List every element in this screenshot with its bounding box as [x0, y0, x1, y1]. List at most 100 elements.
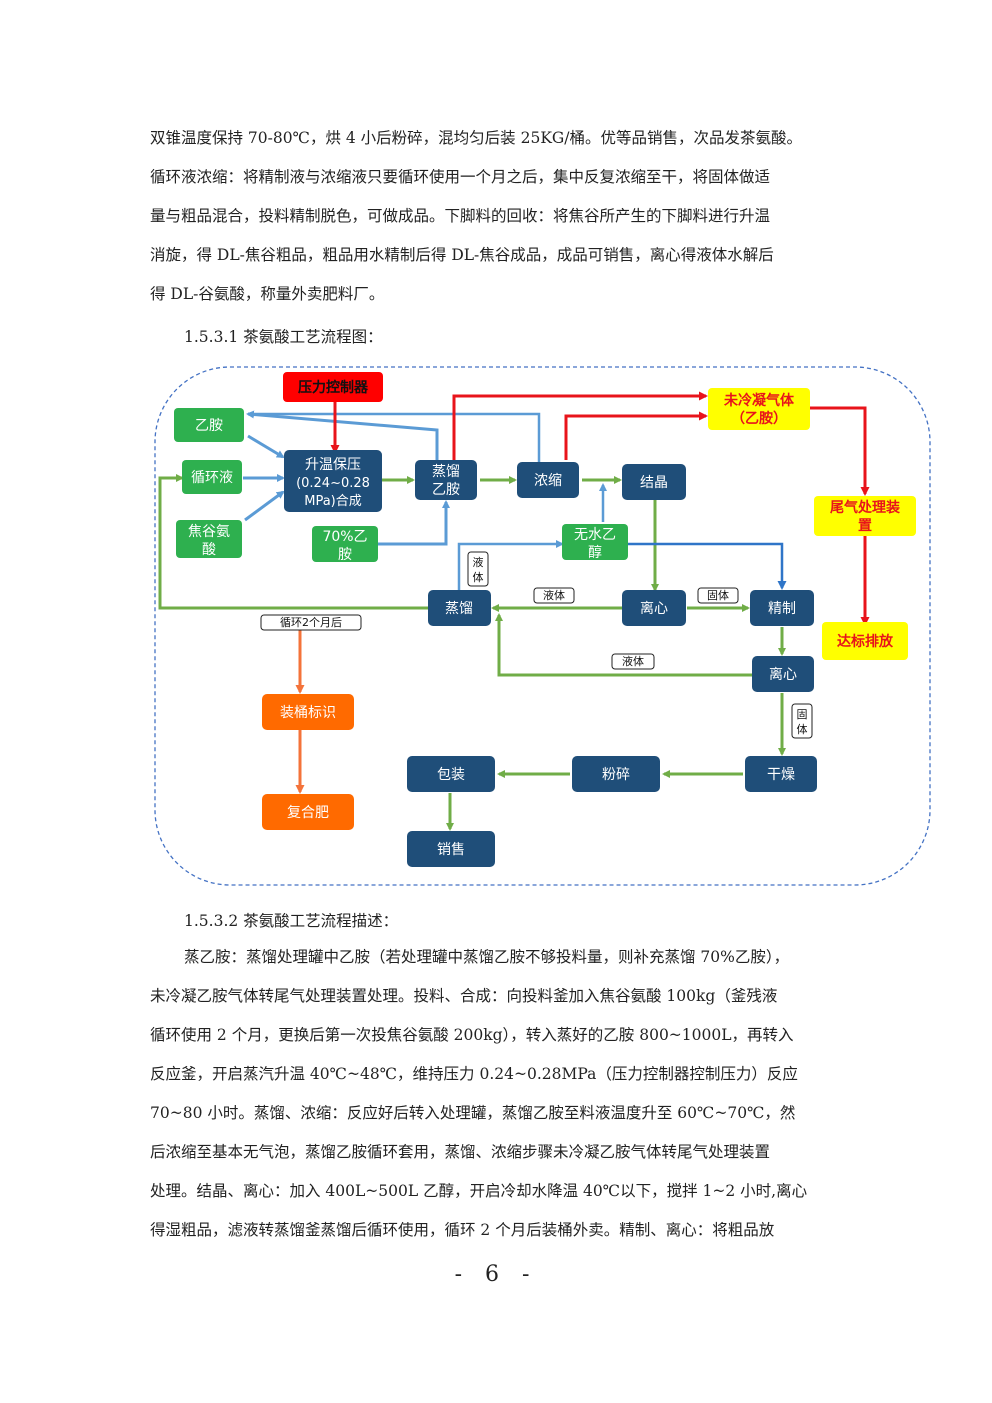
pyroglutamic-label-2: 酸	[202, 542, 216, 558]
tag-liquid-vertical-2: 体	[473, 570, 484, 584]
tag-cycle	[260, 614, 362, 631]
tag-cycle-label: 循环2个月后	[280, 616, 342, 629]
crystallize-label: 结晶	[640, 475, 668, 491]
ethylamine-label: 乙胺	[195, 418, 223, 434]
description-line: 未冷凝乙胺气体转尾气处理装置处理。投料、合成：向投料釜加入焦谷氨酸 100kg（…	[150, 987, 778, 1005]
description-line: 得湿粗品，滤液转蒸馏釜蒸馏后循环使用，循环 2 个月后装桶外卖。精制、离心：将粗…	[150, 1221, 775, 1239]
arrow-concentrate-to-ethylamine	[248, 412, 541, 462]
description-line: 后浓缩至基本无气泡，蒸馏乙胺循环套用，蒸馏、浓缩步骤未冷凝乙胺气体转尾气处理装置	[150, 1143, 771, 1161]
pressure-controller-box	[283, 372, 383, 402]
description-line: 处理。结晶、离心：加入 400L~500L 乙醇，开启冷却水降温 40℃以下，搅…	[150, 1182, 808, 1200]
barrel-label-box	[262, 694, 354, 730]
synthesis-label-1: 升温保压	[305, 457, 361, 473]
tailgas-treatment-label-1: 尾气处理装	[830, 499, 901, 516]
crush-label: 粉碎	[602, 767, 630, 783]
tag-liquid-vertical	[467, 551, 489, 587]
crystallize-box	[622, 464, 686, 500]
diagram-border	[154, 366, 931, 886]
pyroglutamic-label-1: 焦谷氨	[188, 524, 230, 540]
crush-box	[572, 756, 660, 792]
uncondensed-gas-label-2: （乙胺）	[731, 410, 787, 427]
section-heading-flowchart: 1.5.3.1 茶氨酸工艺流程图：	[184, 328, 383, 346]
pack-box	[407, 756, 495, 792]
refine-box	[750, 590, 814, 626]
distill-ethylamine-box	[415, 460, 477, 500]
tag-solid-vertical-2: 体	[797, 722, 808, 736]
synthesis-label-3: MPa)合成	[304, 494, 362, 509]
concentrate-box	[517, 462, 579, 498]
sell-box	[407, 831, 495, 867]
distill-label: 蒸馏	[445, 601, 473, 617]
intro-line: 双锥温度保持 70-80℃，烘 4 小后粉碎，混均匀后装 25KG/桶。优等品销…	[150, 129, 803, 147]
eth70-box	[312, 526, 378, 562]
discharge-label: 达标排放	[837, 633, 894, 650]
eth70-label-2: 胺	[338, 547, 352, 563]
tag-solid-vertical	[791, 703, 813, 739]
intro-paragraph: 双锥温度保持 70-80℃，烘 4 小后粉碎，混均匀后装 25KG/桶。优等品销…	[150, 119, 844, 314]
fertilizer-label: 复合肥	[287, 804, 329, 821]
dry-box	[745, 756, 817, 792]
distill-box	[428, 590, 491, 626]
description-line: 反应釜，开启蒸汽升温 40℃~48℃，维持压力 0.24~0.28MPa（压力控…	[150, 1065, 798, 1083]
distill-ethylamine-label-2: 乙胺	[432, 482, 460, 498]
arrow-ethanol-to-refine	[620, 542, 787, 590]
arrow-ethylamine-to-synthesis	[247, 434, 285, 459]
tag-liquid-1-label: 液体	[543, 588, 565, 602]
arrow-distill-to-recycle	[158, 474, 428, 610]
tailgas-treatment-label-2: 置	[858, 517, 872, 534]
synthesis-box	[284, 450, 382, 512]
uncondensed-gas-label-1: 未冷凝气体	[724, 392, 795, 409]
intro-line: 量与粗品混合，投料精制脱色，可做成品。下脚料的回收：将焦谷所产生的下脚料进行升温	[150, 207, 771, 225]
pack-label: 包装	[437, 767, 465, 783]
arrow-pyroglutamic-to-synthesis	[244, 490, 285, 522]
dry-label: 干燥	[767, 767, 795, 783]
section-heading-description: 1.5.3.2 茶氨酸工艺流程描述：	[184, 912, 399, 930]
synthesis-label-2: (0.24~0.28	[296, 476, 370, 491]
centrifuge-label-2: 离心	[769, 666, 797, 683]
description-line: 蒸乙胺：蒸馏处理罐中乙胺（若处理罐中蒸馏乙胺不够投料量，则补充蒸馏 70%乙胺）…	[184, 948, 790, 966]
tag-solid-vertical-1: 固	[797, 708, 808, 721]
arrow-eth70-to-distill	[378, 500, 450, 546]
intro-line: 得 DL-谷氨酸，称量外卖肥料厂。	[150, 285, 385, 303]
tag-liquid-1	[533, 587, 575, 604]
process-flow-diagram: 压力控制器 乙胺 循环液 焦谷氨 酸 70%乙 胺 无水乙 醇 升温保压 (0.…	[154, 366, 931, 886]
tag-solid-1-label: 固体	[707, 588, 729, 602]
tag-liquid-2	[611, 653, 655, 670]
recycle-liquid-label: 循环液	[191, 470, 233, 486]
tag-solid-1	[697, 587, 739, 604]
arrow-concentrate-to-gas	[564, 411, 708, 460]
tailgas-treatment-box	[814, 496, 916, 536]
pyroglutamic-box	[176, 520, 242, 558]
discharge-box	[822, 622, 908, 660]
pressure-controller-label: 压力控制器	[298, 379, 369, 396]
page-number: - 6 -	[454, 1262, 538, 1287]
refine-label: 精制	[768, 601, 796, 617]
centrifuge-label-1: 离心	[640, 600, 668, 617]
sell-label: 销售	[437, 842, 465, 858]
uncondensed-gas-box	[708, 388, 810, 430]
fertilizer-box	[262, 794, 354, 830]
recycle-liquid-box	[182, 460, 242, 494]
description-paragraph: 蒸乙胺：蒸馏处理罐中乙胺（若处理罐中蒸馏乙胺不够投料量，则补充蒸馏 70%乙胺）…	[150, 938, 844, 1250]
anhydrous-ethanol-label-2: 醇	[588, 544, 602, 561]
concentrate-label: 浓缩	[534, 473, 562, 489]
tag-liquid-2-label: 液体	[622, 654, 644, 668]
arrow-distill-to-gas	[452, 391, 708, 460]
centrifuge-box-1	[622, 590, 686, 626]
eth70-label-1: 70%乙	[322, 529, 367, 545]
centrifuge-box-2	[752, 656, 814, 692]
tag-liquid-vertical-1: 液	[473, 555, 484, 569]
ethylamine-box	[174, 408, 244, 442]
description-line: 循环使用 2 个月，更换后第一次投焦谷氨酸 200kg），转入蒸好的乙胺 800…	[150, 1026, 794, 1044]
intro-line: 循环液浓缩：将精制液与浓缩液只要循环使用一个月之后，集中反复浓缩至干，将固体做适	[150, 168, 771, 186]
barrel-label: 装桶标识	[280, 705, 336, 721]
distill-ethylamine-label-1: 蒸馏	[432, 464, 460, 480]
description-line: 70~80 小时。蒸馏、浓缩：反应好后转入处理罐，蒸馏乙胺至料液温度升至 60℃…	[150, 1104, 796, 1122]
anhydrous-ethanol-label-1: 无水乙	[574, 527, 616, 543]
arrow-gas-to-tailgas	[810, 406, 870, 496]
arrow-distill-to-ethanol	[457, 540, 564, 592]
intro-line: 消旋，得 DL-焦谷粗品，粗品用水精制后得 DL-焦谷成品，成品可销售，离心得液…	[150, 246, 774, 264]
arrow-distill-to-ethylamine	[246, 410, 439, 462]
anhydrous-ethanol-box	[562, 524, 628, 560]
arrow-centrifuge2-to-distill	[495, 613, 752, 677]
